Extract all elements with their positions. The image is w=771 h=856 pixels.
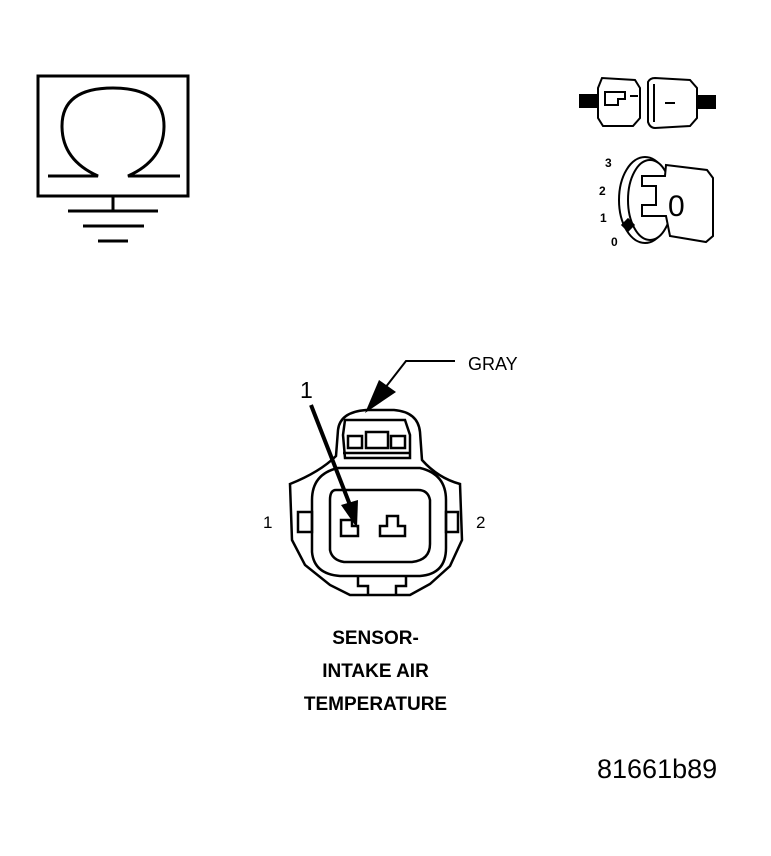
- key-position-2: 2: [599, 184, 606, 198]
- key-position-3: 3: [605, 156, 612, 170]
- connector-disconnected-icon: [579, 76, 716, 130]
- caption-line-1: SENSOR-: [332, 628, 419, 649]
- pin-callout-arrow: [309, 404, 358, 528]
- key-position-1: 1: [600, 211, 607, 225]
- callout-number: 1: [300, 377, 313, 403]
- wire-color-label: GRAY: [468, 354, 518, 374]
- caption-line-2: INTAKE AIR: [322, 661, 429, 682]
- pin-number-left: 1: [263, 513, 273, 532]
- key-position-0: 0: [611, 235, 618, 249]
- caption-line-3: TEMPERATURE: [303, 694, 448, 715]
- ohmmeter-ground-icon: [36, 74, 190, 243]
- connector-face: [288, 408, 464, 597]
- figure-id: 81661b89: [597, 754, 718, 784]
- pin-number-right: 2: [476, 513, 486, 532]
- gray-callout-leader: [365, 360, 455, 413]
- key-label: 0: [668, 190, 685, 223]
- ignition-key-off-icon: [618, 156, 714, 244]
